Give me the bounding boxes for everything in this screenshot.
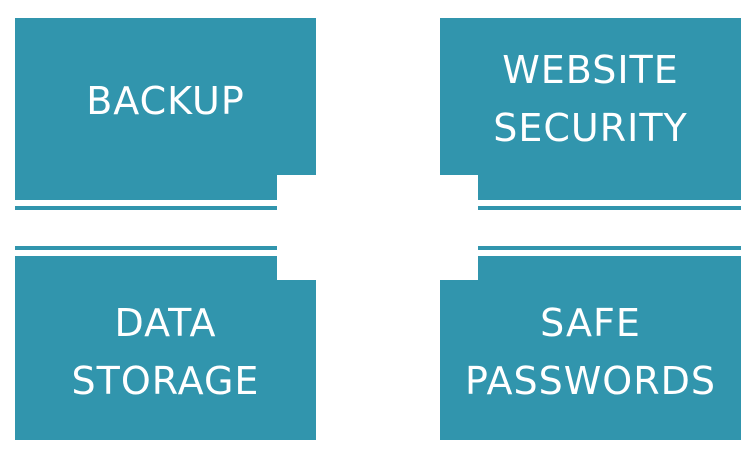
tile-label: DATA STORAGE <box>15 260 316 440</box>
tile-label: SAFE PASSWORDS <box>440 260 741 440</box>
tile-stripe <box>478 206 741 210</box>
tile-label-line: WEBSITE <box>502 48 679 92</box>
tile-stripe <box>15 246 277 250</box>
tile-label: BACKUP <box>15 18 316 192</box>
tile-website-security: WEBSITE SECURITY <box>440 18 741 210</box>
tile-backup: BACKUP <box>15 18 316 210</box>
tile-panel <box>440 18 741 200</box>
tile-label-line: PASSWORDS <box>465 359 716 403</box>
tile-panel <box>440 256 741 440</box>
tile-label-line: STORAGE <box>71 359 260 403</box>
tile-label-line: SAFE <box>540 301 641 345</box>
tile-stripe <box>478 246 741 250</box>
tile-safe-passwords: SAFE PASSWORDS <box>440 246 741 440</box>
tile-label-line: BACKUP <box>86 79 245 123</box>
tile-label-line: DATA <box>114 301 217 345</box>
tile-data-storage: DATA STORAGE <box>15 246 316 440</box>
tile-stripe <box>15 206 277 210</box>
tile-label-line: SECURITY <box>493 106 688 150</box>
tile-label: WEBSITE SECURITY <box>440 18 741 190</box>
tile-panel <box>15 256 316 440</box>
tile-panel <box>15 18 316 200</box>
